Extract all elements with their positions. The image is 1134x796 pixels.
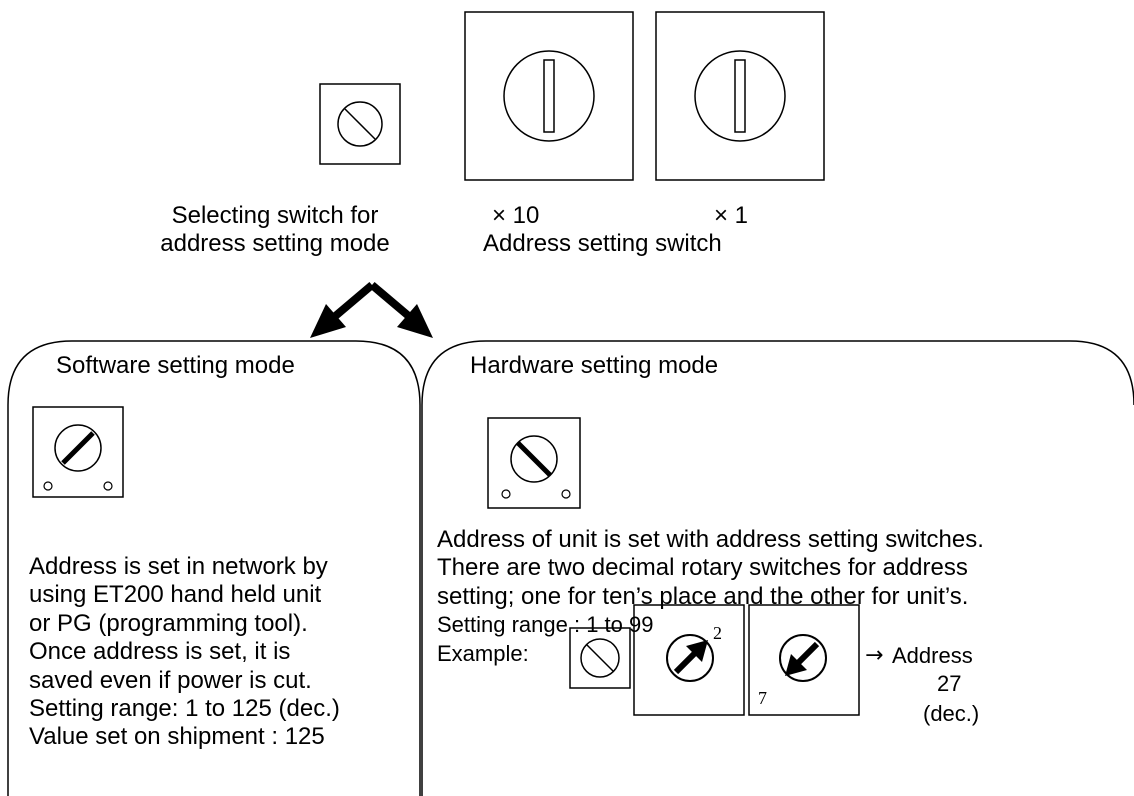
address-switch-x10 xyxy=(464,11,634,181)
hardware-mode-switch xyxy=(487,417,581,509)
example-switch-tens xyxy=(633,604,745,716)
hardware-range: Setting range : 1 to 99 xyxy=(437,612,654,638)
hardware-line-1: Address of unit is set with address sett… xyxy=(437,526,984,553)
branch-arrow-left xyxy=(310,281,375,338)
x1-label: × 1 xyxy=(714,202,749,229)
result-value: 27 xyxy=(937,671,962,696)
software-panel-body: Address is set in network by using ET200… xyxy=(29,553,405,752)
software-line-5: saved even if power is cut. xyxy=(29,666,312,694)
software-line-1: Address is set in network by xyxy=(29,553,328,580)
software-line-6: Setting range: 1 to 125 (dec.) xyxy=(29,695,340,723)
example-switch-units xyxy=(748,604,860,716)
example-digit-units: 7 xyxy=(758,688,767,708)
example-digit-tens: 2 xyxy=(713,623,722,643)
address-switch-x1 xyxy=(655,11,825,181)
result-label: Address xyxy=(892,643,973,668)
software-line-2: using ET200 hand held unit xyxy=(29,581,322,609)
hardware-panel-border xyxy=(421,340,1134,796)
address-switch-caption: Address setting switch xyxy=(483,230,722,257)
hardware-panel-title: Hardware setting mode xyxy=(470,352,719,379)
example-mode-switch xyxy=(569,627,631,689)
hardware-line-3: setting; one for ten’s place and the oth… xyxy=(437,582,969,610)
x10-label: × 10 xyxy=(492,202,540,229)
branch-arrow-right xyxy=(369,281,433,338)
software-panel-border xyxy=(7,340,421,796)
hardware-panel-body: Address of unit is set with address sett… xyxy=(437,526,1121,668)
software-panel-title: Software setting mode xyxy=(56,352,295,379)
software-line-3: or PG (programming tool). xyxy=(29,609,308,637)
software-line-7: Value set on shipment : 125 xyxy=(29,723,325,751)
software-line-4: Once address is set, it is xyxy=(29,638,291,666)
result-arrow: → xyxy=(865,643,884,668)
mode-select-switch xyxy=(319,83,401,165)
software-mode-switch xyxy=(32,406,124,498)
mode-switch-caption-line-1: Selecting switch for xyxy=(171,202,379,229)
result-unit: (dec.) xyxy=(923,701,980,726)
hardware-example-label: Example: xyxy=(437,640,529,666)
hardware-line-2: There are two decimal rotary switches fo… xyxy=(437,554,968,582)
mode-switch-caption: Selecting switch for address setting mod… xyxy=(110,202,440,258)
mode-switch-caption-line-2: address setting mode xyxy=(160,230,390,257)
